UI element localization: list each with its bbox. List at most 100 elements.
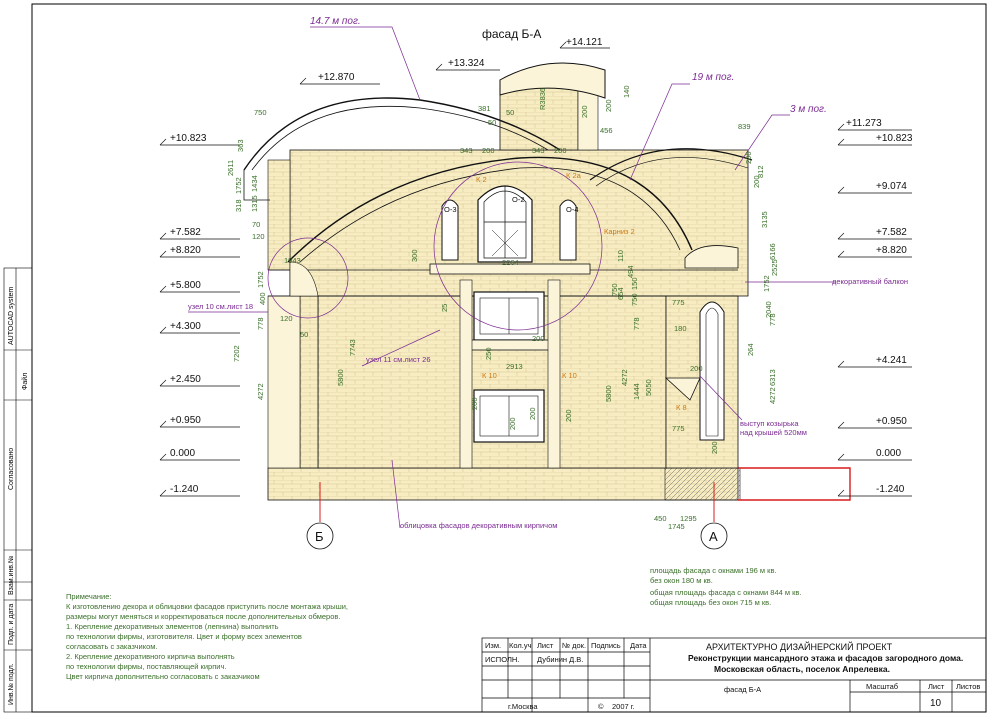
dimension-label: 1745 [668, 522, 685, 531]
title-block-grid [481, 637, 987, 713]
notes-line: 1. Крепление декоративных элементов (леп… [66, 622, 279, 631]
dimension-label: 200 [470, 397, 479, 410]
notes-line: К изготовлению декора и облицовки фасадо… [66, 602, 348, 611]
dimension-label: 654 [616, 287, 625, 300]
axis-bubble [306, 522, 334, 550]
dimension-label: 200 [564, 409, 573, 422]
dimension-label: 2264 [502, 258, 519, 267]
tb-sheet-number: 10 [930, 698, 942, 709]
element-label: К 8 [676, 403, 687, 412]
element-label: К 2а [566, 171, 582, 180]
area-line: общая площадь фасада с окнами 844 м кв. [650, 588, 802, 597]
axis-bubble [700, 522, 728, 550]
dimension-label: 4272 [256, 383, 265, 400]
dimension-label: 1752 [256, 271, 265, 288]
dimension-label: 750 [630, 293, 639, 306]
mark-label: +7.582 [876, 227, 907, 238]
mark-label: -1.240 [876, 484, 905, 495]
dimension-label: 200 [528, 407, 537, 420]
tb-city: г.Москва [508, 702, 538, 711]
dimension-label: 3135 [760, 211, 769, 228]
dimension-label: 750 [254, 108, 267, 117]
mark-label: +0.950 [170, 415, 201, 426]
callouts: узел 10 см.лист 18 узел 11 см.лист 26 де… [188, 277, 908, 530]
mark-label: +8.820 [876, 245, 907, 256]
dimension-label: 5800 [604, 385, 613, 402]
mark-label: +12.870 [318, 72, 355, 83]
dimension-label: 5050 [644, 379, 653, 396]
dimension-label: 1943 [284, 256, 301, 265]
dimension-label: 6166 [768, 243, 777, 260]
callout-canopy: над крышей 520мм [740, 428, 807, 437]
length-labels: 14.7 м пог. 19 м пог. 3 м пог. [310, 16, 827, 115]
building-elevation [243, 62, 851, 501]
dimension-label: 381 [478, 104, 491, 113]
dimension-label: 778 [256, 317, 265, 330]
dimension-label: 1752 [762, 275, 771, 292]
dimension-label: 120 [280, 314, 293, 323]
roof-arc-right [589, 148, 753, 181]
mark-label: +5.800 [170, 280, 201, 291]
area-line: общая площадь без окон 715 м кв. [650, 598, 772, 607]
length-label: 14.7 м пог. [310, 16, 361, 27]
drawing-title: фасад Б-А [482, 27, 541, 41]
dimension-label: 2913 [506, 362, 523, 371]
tb-header: Кол.уч [509, 641, 532, 650]
dimension-label: 50 [488, 118, 497, 127]
length-label: 19 м пог. [692, 72, 734, 83]
side-label: AUTOCAD system [8, 287, 15, 345]
dimension-label: 200 [482, 146, 495, 155]
dimension-label: 50 [300, 330, 309, 339]
callout-cornice: Карниз 2 [604, 227, 635, 236]
dimension-label: 2525 [770, 259, 779, 276]
foundation [267, 467, 739, 501]
dimension-label: 6313 [768, 369, 777, 386]
callout-node11: узел 11 см.лист 26 [366, 355, 431, 364]
dimension-label: 200 [508, 417, 517, 430]
dimension-label: 400 [258, 292, 267, 305]
dimension-label: 25 [440, 303, 449, 312]
dimension-label: 456 [600, 126, 613, 135]
tb-header: Дата [630, 641, 647, 650]
dimension-label: 839 [738, 122, 751, 131]
mark-label: +8.820 [170, 245, 201, 256]
element-label: О-4 [566, 205, 579, 214]
axis-label: Б [315, 529, 324, 544]
mark-label: +7.582 [170, 227, 201, 238]
dimension-label: 50 [506, 108, 515, 117]
dimension-label: 200 [710, 441, 719, 454]
element-labels: Карниз 2 К 2 К 2а К 10 К 10 К 8 [476, 171, 687, 412]
dimension-label: 200 [690, 364, 703, 373]
tb-sheet-name: фасад Б-А [724, 685, 761, 694]
area-line: площадь фасада с окнами 196 м кв. [650, 566, 777, 575]
notes: Примечание: К изготовлению декора и обли… [66, 592, 366, 682]
tb-year: 2007 г. [612, 702, 635, 711]
level-labels: +12.870 +13.324 +14.121 +10.823 +7.582 +… [170, 37, 913, 495]
dimension-label: 150 [630, 277, 639, 290]
roof-arc-main [287, 156, 693, 263]
tb-person: Дубинин Д.В. [537, 655, 583, 664]
dimension-label: 1434 [250, 175, 259, 192]
callout-canopy: выступ козырька [740, 419, 799, 428]
dimension-label: 318 [234, 199, 243, 212]
area-group-2: общая площадь фасада с окнами 844 м кв. … [650, 588, 801, 608]
dimension-label: 4272 [620, 369, 629, 386]
notes-line: 2. Крепление декоративного кирпича выпол… [66, 652, 235, 661]
tb-project-title: АРХИТЕКТУРНО ДИЗАЙНЕРСКИЙ ПРОЕКТ [706, 641, 893, 652]
callout-node10: узел 10 см.лист 18 [188, 302, 253, 311]
mark-label: +4.241 [876, 355, 907, 366]
side-label: Согласовано [8, 448, 15, 490]
mark-label: +10.823 [876, 133, 913, 144]
notes-heading: Примечание: [66, 592, 112, 601]
side-label: Файл [21, 373, 29, 390]
side-label: Взам.инв.№ [8, 556, 15, 595]
window-labels: О-2 О-3 О-4 [444, 195, 579, 214]
dimension-label: 1295 [680, 514, 697, 523]
dimension-label: 250 [484, 347, 493, 360]
dimension-label: 778 [632, 317, 641, 330]
dimension-label: 4272 [768, 387, 777, 404]
dimension-label: 200 [744, 151, 753, 164]
mark-label: +4.300 [170, 321, 201, 332]
element-label: К 2 [476, 175, 487, 184]
